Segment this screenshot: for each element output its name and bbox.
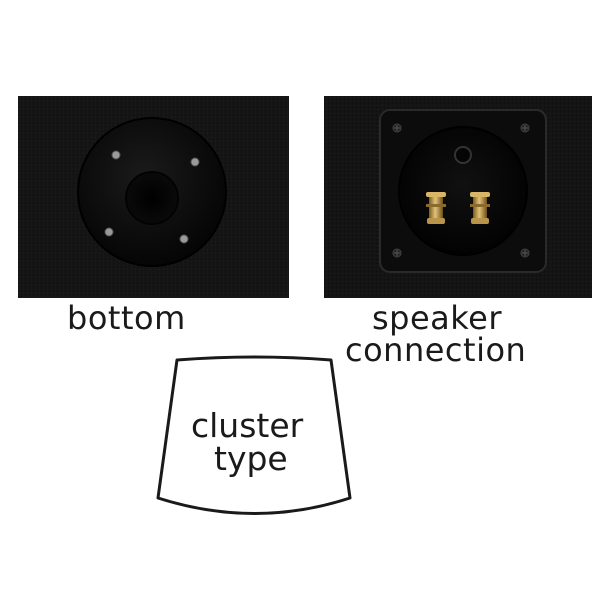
screw-icon	[111, 150, 121, 160]
screw-icon	[190, 157, 200, 167]
screw-icon	[520, 123, 530, 133]
jack-socket-icon	[454, 146, 472, 164]
speaker-connection-photo	[324, 96, 592, 298]
bottom-caption: bottom	[67, 299, 186, 337]
binding-post-right-icon	[470, 192, 490, 224]
connection-caption: connection	[345, 331, 527, 369]
cluster-caption: cluster	[191, 406, 304, 445]
screw-icon	[520, 248, 530, 258]
terminal-plate-photo	[324, 96, 592, 298]
type-caption: type	[214, 439, 288, 478]
binding-post-left-icon	[426, 192, 446, 224]
screw-icon	[104, 227, 114, 237]
mounting-flange-photo	[18, 96, 289, 298]
screw-icon	[179, 234, 189, 244]
pole-socket	[125, 171, 179, 225]
speaker-caption: speaker	[372, 299, 503, 337]
trapezoid-outline	[156, 355, 352, 515]
bottom-photo	[18, 96, 289, 298]
screw-icon	[392, 123, 402, 133]
screw-icon	[392, 248, 402, 258]
corner-screw-icons	[392, 123, 530, 258]
cluster-type-shape	[156, 355, 352, 515]
screw-icons	[104, 150, 200, 244]
